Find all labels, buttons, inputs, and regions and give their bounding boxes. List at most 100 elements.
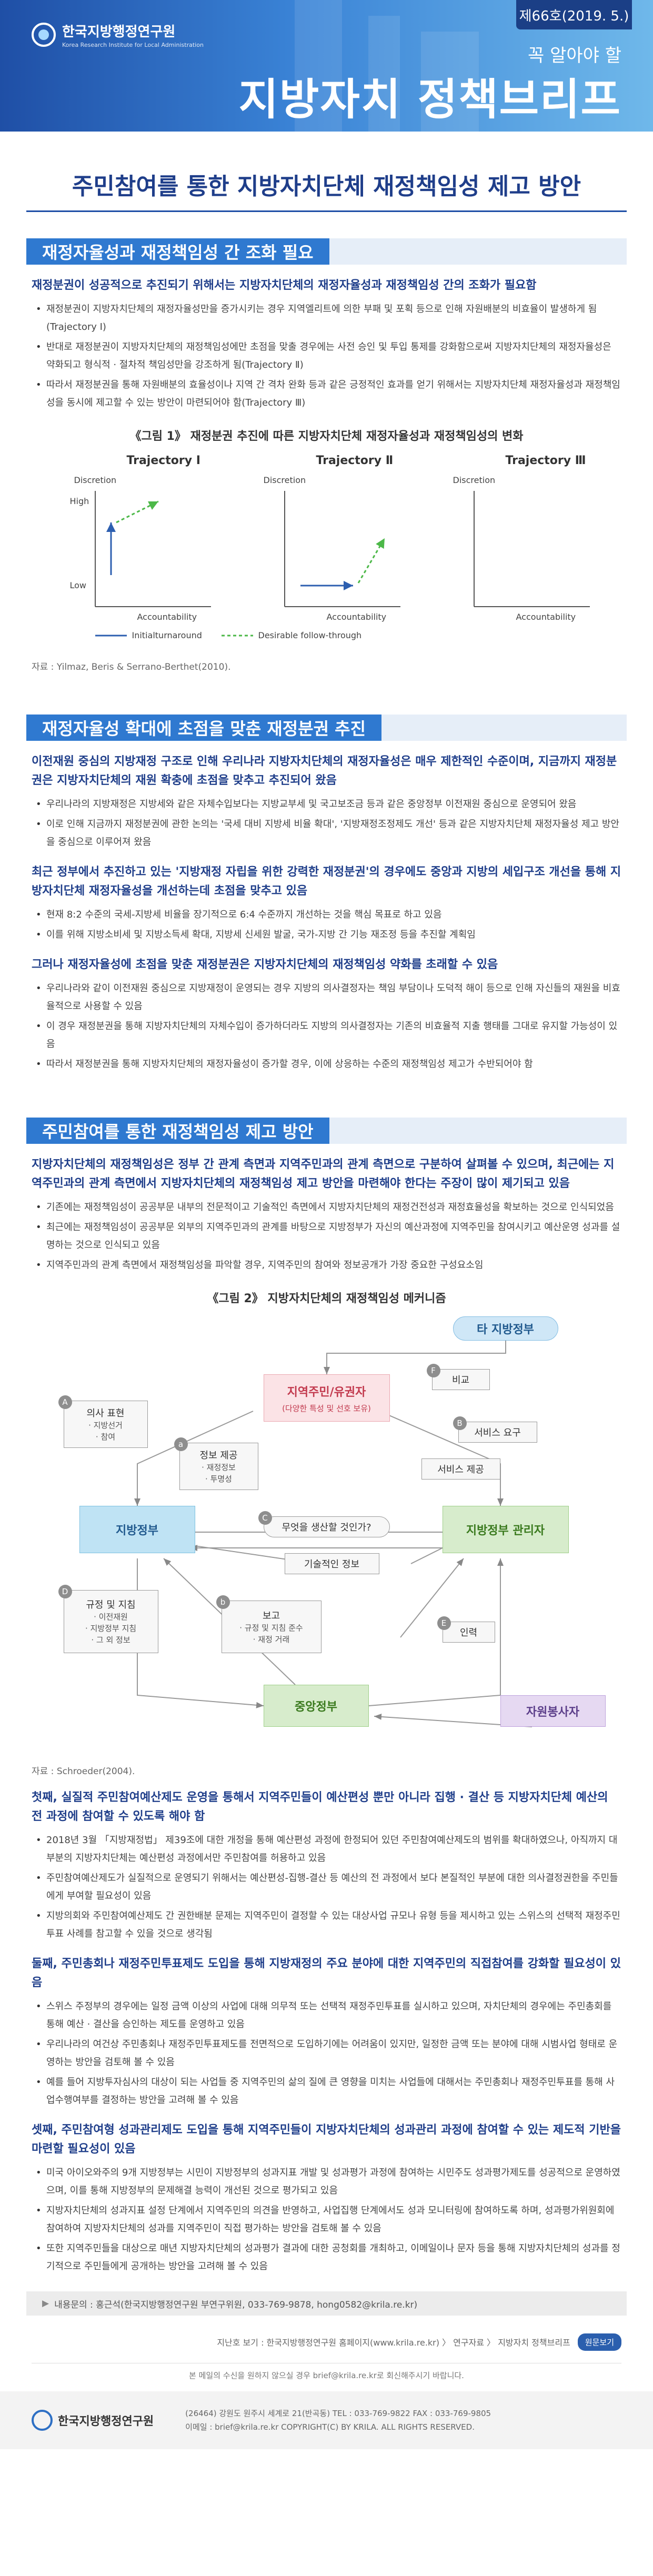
footer-email-copyright: 이메일 : brief@krila.re.kr COPYRIGHT(C) BY … bbox=[185, 2422, 475, 2432]
accountability-diagram: 타 지방정부 지역주민/유권자 (다양한 특성 및 선호 보유) 비교 의사 표… bbox=[32, 1316, 621, 1758]
bullet-list: 스위스 주정부의 경우에는 일정 금액 이상의 사업에 대해 의무적 또는 선택… bbox=[32, 1998, 621, 2109]
badge-b-small: b bbox=[216, 1595, 230, 1609]
voice-item: · 지방선거 bbox=[88, 1421, 123, 1430]
decor-bar bbox=[295, 0, 342, 132]
info-box: 정보 제공 · 재정정보 · 투명성 bbox=[179, 1443, 258, 1490]
bullet-list: 우리나라와 같이 이전재원 중심으로 지방재정이 운영되는 경우 지방의 의사결… bbox=[32, 980, 621, 1073]
badge-e: E bbox=[437, 1616, 451, 1630]
personnel-box: 인력 bbox=[442, 1622, 495, 1643]
org-logo[interactable]: 한국지방행정연구원 Korea Research Institute for L… bbox=[32, 21, 204, 48]
bullet-item: 우리나라의 여건상 주민총회나 재정주민투표제도를 전면적으로 도입하기에는 어… bbox=[36, 2036, 621, 2071]
series-tagline: 꼭 알아야 할 bbox=[527, 45, 621, 66]
resident-node: 지역주민/유권자 (다양한 특성 및 선호 보유) bbox=[263, 1374, 390, 1422]
central-gov-node: 중앙정부 bbox=[263, 1685, 369, 1727]
y-low-label: Low bbox=[69, 580, 87, 590]
lead-text: 지방자치단체의 재정책임성은 정부 간 관계 측면과 지역주민과의 관계 측면으… bbox=[32, 1158, 615, 1190]
report-label: 보고 bbox=[262, 1611, 280, 1622]
bullet-item: 미국 아이오와주의 9개 지방정부는 시민이 지방정부의 성과지표 개발 및 성… bbox=[36, 2164, 621, 2200]
footer-org-name: 한국지방행정연구원 bbox=[58, 2415, 154, 2428]
y-axis-label: Discretion bbox=[453, 475, 496, 485]
badge-c: C bbox=[258, 1511, 272, 1525]
bullet-item: 지역주민과의 관계 측면에서 재정책임성을 파악할 경우, 지역주민의 참여와 … bbox=[36, 1256, 621, 1274]
lead-text: 재정분권이 성공적으로 추진되기 위해서는 지방자치단체의 재정자율성과 재정책… bbox=[32, 279, 537, 292]
connector bbox=[134, 1411, 253, 1506]
footer: 한국지방행정연구원 (26464) 강원도 원주시 세계로 21(반곡동) TE… bbox=[0, 2391, 653, 2449]
lead-text: 그러나 재정자율성에 초점을 맞춘 재정분권은 지방자치단체의 재정책임성 약화… bbox=[32, 958, 498, 971]
voice-box: 의사 표현 · 지방선거 · 참여 bbox=[63, 1401, 148, 1448]
legend-solid-label: Initialturnaround bbox=[132, 630, 202, 640]
dashed-arrow bbox=[115, 500, 159, 524]
rules-box: 규정 및 지침 · 이전재원 · 지방정부 지침 · 그 외 정보 bbox=[63, 1590, 158, 1653]
org-name-en: Korea Research Institute for Local Admin… bbox=[62, 42, 204, 48]
back-issues-row: 지난호 보기 : 한국지방행정연구원 홈페이지(www.krila.re.kr)… bbox=[32, 2331, 621, 2352]
rules-item: · 그 외 정보 bbox=[91, 1635, 130, 1645]
rules-item: · 이전재원 bbox=[94, 1612, 128, 1622]
bullet-item: 기존에는 재정책임성이 공공부문 내부의 전문적이고 기술적인 측면에서 지방자… bbox=[36, 1199, 621, 1216]
footer-logo[interactable]: 한국지방행정연구원 bbox=[32, 2410, 154, 2431]
report-item: · 재정 거래 bbox=[253, 1635, 290, 1644]
resident-label: 지역주민/유권자 bbox=[287, 1385, 366, 1399]
bullet-list: 2018년 3월 「지방재정법」 제39조에 대한 개정을 통해 예산편성 과정… bbox=[32, 1832, 621, 1943]
bullet-item: 또한 지역주민들을 대상으로 매년 지방자치단체의 성과평가 결과에 대한 공청… bbox=[36, 2240, 621, 2276]
bullet-item: 예를 들어 지방투자심사의 대상이 되는 사업들 중 지역주민의 삶의 질에 큰… bbox=[36, 2074, 621, 2109]
contact-text: 내용문의 : 홍근석(한국지방행정연구원 부연구위원, 033-769-9878… bbox=[54, 2299, 418, 2310]
lead-text: 둘째, 주민총회나 재정주민투표제도 도입을 통해 지방재정의 주요 분야에 대… bbox=[32, 1957, 621, 1989]
back-issues-text: 지난호 보기 : 한국지방행정연구원 홈페이지(www.krila.re.kr)… bbox=[217, 2338, 570, 2348]
section-heading-3: 주민참여를 통한 재정책임성 제고 방안 bbox=[26, 1118, 627, 1144]
rules-label: 규정 및 지침 bbox=[86, 1599, 136, 1611]
bullet-list: 현재 8:2 수준의 국세-지방세 비율을 장기적으로 6:4 수준까지 개선하… bbox=[32, 906, 621, 944]
figure-caption: 《그림 2》 지방자치단체의 재정책임성 메커니즘 bbox=[207, 1292, 446, 1305]
report-item: · 규정 및 지침 준수 bbox=[239, 1623, 303, 1633]
bullet-item: 주민참여예산제도가 실질적으로 운영되기 위해서는 예산편성-집행-결산 등 예… bbox=[36, 1869, 621, 1905]
series-title: 지방자치 정책브리프 bbox=[238, 75, 621, 125]
logo-icon bbox=[32, 2410, 53, 2431]
service-supply-box: 서비스 제공 bbox=[421, 1458, 500, 1480]
bullet-item: 2018년 3월 「지방재정법」 제39조에 대한 개정을 통해 예산편성 과정… bbox=[36, 1832, 621, 1867]
decor-bar bbox=[368, 16, 400, 132]
x-axis-label: Accountability bbox=[326, 612, 387, 622]
badge-f: F bbox=[426, 1364, 440, 1377]
bullet-item: 최근에는 재정책임성이 공공부문 외부의 지역주민과의 관계를 바탕으로 지방정… bbox=[36, 1219, 621, 1254]
badge-d: D bbox=[58, 1585, 72, 1598]
badge-b: B bbox=[453, 1416, 467, 1430]
panel-title: Trajectory Ⅱ bbox=[316, 454, 394, 467]
contact-bar: ▶ 내용문의 : 홍근석(한국지방행정연구원 부연구위원, 033-769-98… bbox=[26, 2291, 627, 2316]
panel-title: Trajectory Ⅰ bbox=[126, 454, 200, 467]
bullet-list: 우리나라의 지방재정은 지방세와 같은 자체수입보다는 지방교부세 및 국고보조… bbox=[32, 796, 621, 851]
rules-item: · 지방정부 지침 bbox=[85, 1624, 137, 1633]
bullet-item: 지방의회와 주민참여예산제도 간 권한배분 문제는 지역주민이 결정할 수 있는… bbox=[36, 1907, 621, 1943]
section-heading-1: 재정자율성과 재정책임성 간 조화 필요 bbox=[26, 238, 627, 265]
badge-a: A bbox=[58, 1395, 72, 1409]
panel-title: Trajectory Ⅲ bbox=[505, 454, 586, 467]
header-banner: 한국지방행정연구원 Korea Research Institute for L… bbox=[0, 0, 653, 132]
connector bbox=[399, 1558, 464, 1638]
footer-info: (26464) 강원도 원주시 세계로 21(반곡동) TEL : 033-76… bbox=[185, 2407, 491, 2434]
resources-node: 자원봉사자 bbox=[500, 1695, 606, 1727]
bullet-list: 미국 아이오와주의 9개 지방정부는 시민이 지방정부의 성과지표 개발 및 성… bbox=[32, 2164, 621, 2276]
figure-source: 자료 : Yilmaz, Beris & Serrano-Berthet(201… bbox=[32, 662, 231, 672]
report-box: 보고 · 규정 및 지침 준수 · 재정 거래 bbox=[221, 1601, 322, 1653]
bullet-item: 스위스 주정부의 경우에는 일정 금액 이상의 사업에 대해 의무적 또는 선택… bbox=[36, 1998, 621, 2034]
page-title: 주민참여를 통한 지방자치단체 재정책임성 제고 방안 bbox=[26, 158, 627, 212]
bullet-item: 현재 8:2 수준의 국세-지방세 비율을 장기적으로 6:4 수준까지 개선하… bbox=[36, 906, 621, 924]
decor-bar bbox=[421, 32, 479, 132]
lead-text: 최근 정부에서 추진하고 있는 '지방재정 자립을 위한 강력한 재정분권'의 … bbox=[32, 866, 621, 898]
y-axis-label: Discretion bbox=[263, 475, 306, 485]
question-box: 무엇을 생산할 것인가? bbox=[263, 1516, 390, 1537]
voice-label: 의사 표현 bbox=[86, 1408, 125, 1419]
bullet-list: 재정분권이 지방자치단체의 재정자율성만을 증가시키는 경우 지역엘리트에 의한… bbox=[32, 300, 621, 412]
connector bbox=[379, 1411, 504, 1506]
x-axis-label: Accountability bbox=[137, 612, 197, 622]
service-demand-box: 서비스 요구 bbox=[458, 1422, 537, 1443]
y-axis-label: Discretion bbox=[74, 475, 117, 485]
resident-sub: (다양한 특성 및 선호 보유) bbox=[282, 1403, 371, 1413]
voice-item: · 참여 bbox=[95, 1432, 116, 1442]
view-original-button[interactable]: 원문보기 bbox=[577, 2333, 621, 2351]
bullet-item: 이 경우 재정분권을 통해 지방자치단체의 자체수입이 증가하더라도 지방의 의… bbox=[36, 1018, 621, 1053]
lead-text: 이전재원 중심의 지방재정 구조로 인해 우리나라 지방자치단체의 재정자율성은… bbox=[32, 755, 617, 787]
manager-node: 지방정부 관리자 bbox=[442, 1506, 569, 1553]
figure-source: 자료 : Schroeder(2004). bbox=[32, 1766, 135, 1777]
footer-address: (26464) 강원도 원주시 세계로 21(반곡동) TEL : 033-76… bbox=[185, 2409, 491, 2418]
issue-number: 제66호(2019. 5.) bbox=[516, 0, 632, 29]
